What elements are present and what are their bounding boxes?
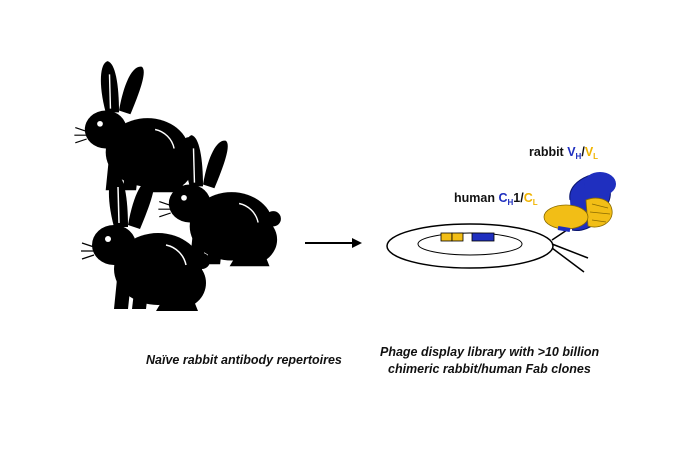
rabbit-label-prefix: rabbit xyxy=(529,145,568,159)
human-label-prefix: human xyxy=(454,191,499,205)
rabbit-vh-text: VH xyxy=(567,145,582,161)
caption-rabbit-repertoires: Naïve rabbit antibody repertoires xyxy=(146,353,342,367)
fab-fragment-icon xyxy=(543,172,616,232)
rabbit-icon-top xyxy=(73,60,198,193)
process-arrow xyxy=(305,238,362,248)
rabbit-vl-text: VL xyxy=(584,145,599,161)
human-cl-text: CL xyxy=(523,191,538,207)
human-ch-num: 1 xyxy=(513,191,521,205)
human-ch-text: CH xyxy=(498,191,514,207)
caption-phage-library-line1: Phage display library with >10 billion xyxy=(380,345,600,359)
caption-phage-library-line2: chimeric rabbit/human Fab clones xyxy=(388,362,591,376)
human-label-sep: / xyxy=(520,191,524,205)
rabbit-label-sep: / xyxy=(581,145,585,159)
rabbit-vh-vl-label: rabbit VH/VL xyxy=(529,145,598,161)
human-ch1-cl-label: human CH1/CL xyxy=(454,191,538,207)
phage-illustration xyxy=(386,223,589,273)
